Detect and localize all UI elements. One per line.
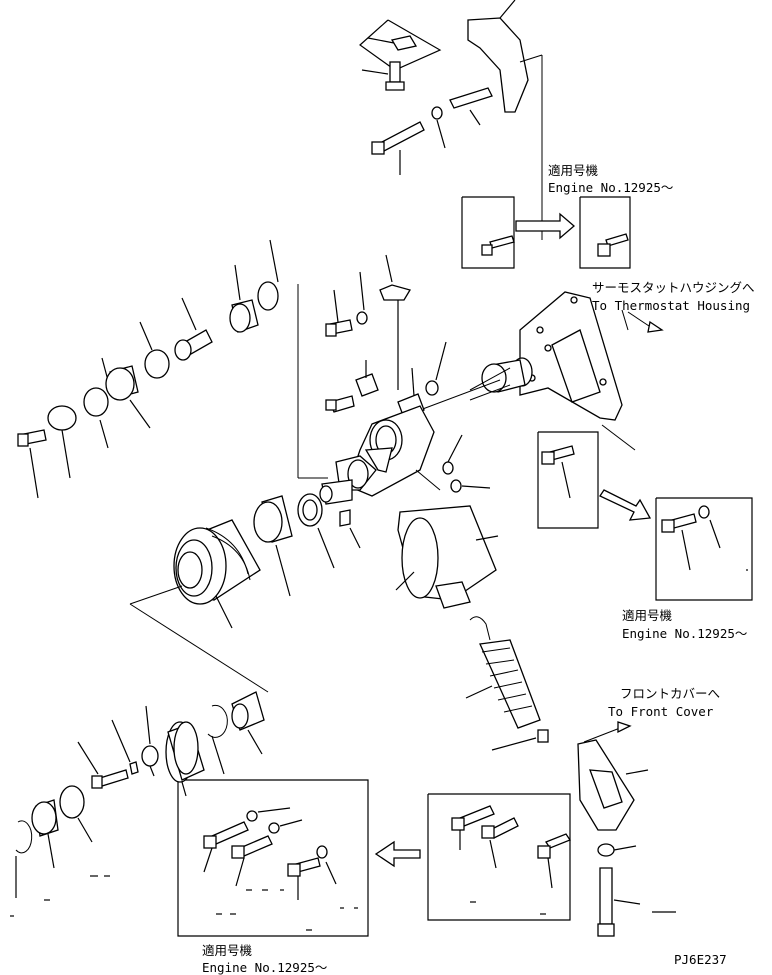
thermostat-note-jp: サーモスタットハウジングへ [592,280,755,295]
engine-note-mid: 適用号機 Engine No.12925〜 [622,608,747,641]
bearing-stack-upper [17,239,279,499]
arrow-diagonal-mid [599,489,652,521]
arrow-right-top [515,212,575,240]
idler-arm-assembly [297,254,501,549]
bolt-box-bottom-old [427,793,571,921]
bolt-box-new [579,196,631,269]
bearing-stack-lower [10,691,265,917]
engine-note-mid-en: Engine No.12925〜 [622,626,747,641]
thermostat-note-en: To Thermostat Housing [592,298,750,313]
front-cover-note: フロントカバーへ To Front Cover [583,686,720,743]
pulley-group [129,493,335,693]
front-cover-note-jp: フロントカバーへ [620,686,720,701]
engine-note-bottom-en: Engine No.12925〜 [202,960,327,975]
mounting-bracket-plate [469,291,636,451]
thermostat-note: サーモスタットハウジングへ To Thermostat Housing [592,280,755,333]
bolt-box-old [461,196,515,269]
front-cover-bracket [491,729,676,937]
top-bracket-assembly [359,0,543,240]
tension-spring [465,616,541,729]
engine-note-bottom-jp: 適用号機 [202,943,253,958]
engine-note-top-en: Engine No.12925〜 [548,180,673,195]
engine-note-top: 適用号機 Engine No.12925〜 [548,163,673,195]
bolt-box-right-old [537,431,599,529]
drawing-code: PJ6E237 [674,952,727,967]
engine-note-top-jp: 適用号機 [548,163,599,178]
tensioner-cylinder [395,505,499,609]
arrow-left-bottom [374,840,421,868]
front-cover-note-en: To Front Cover [608,704,714,719]
bolt-box-right-new [655,497,753,601]
engine-note-mid-jp: 適用号機 [622,608,673,623]
engine-note-bottom: 適用号機 Engine No.12925〜 [202,943,327,975]
bolt-box-bottom-new [177,779,369,937]
